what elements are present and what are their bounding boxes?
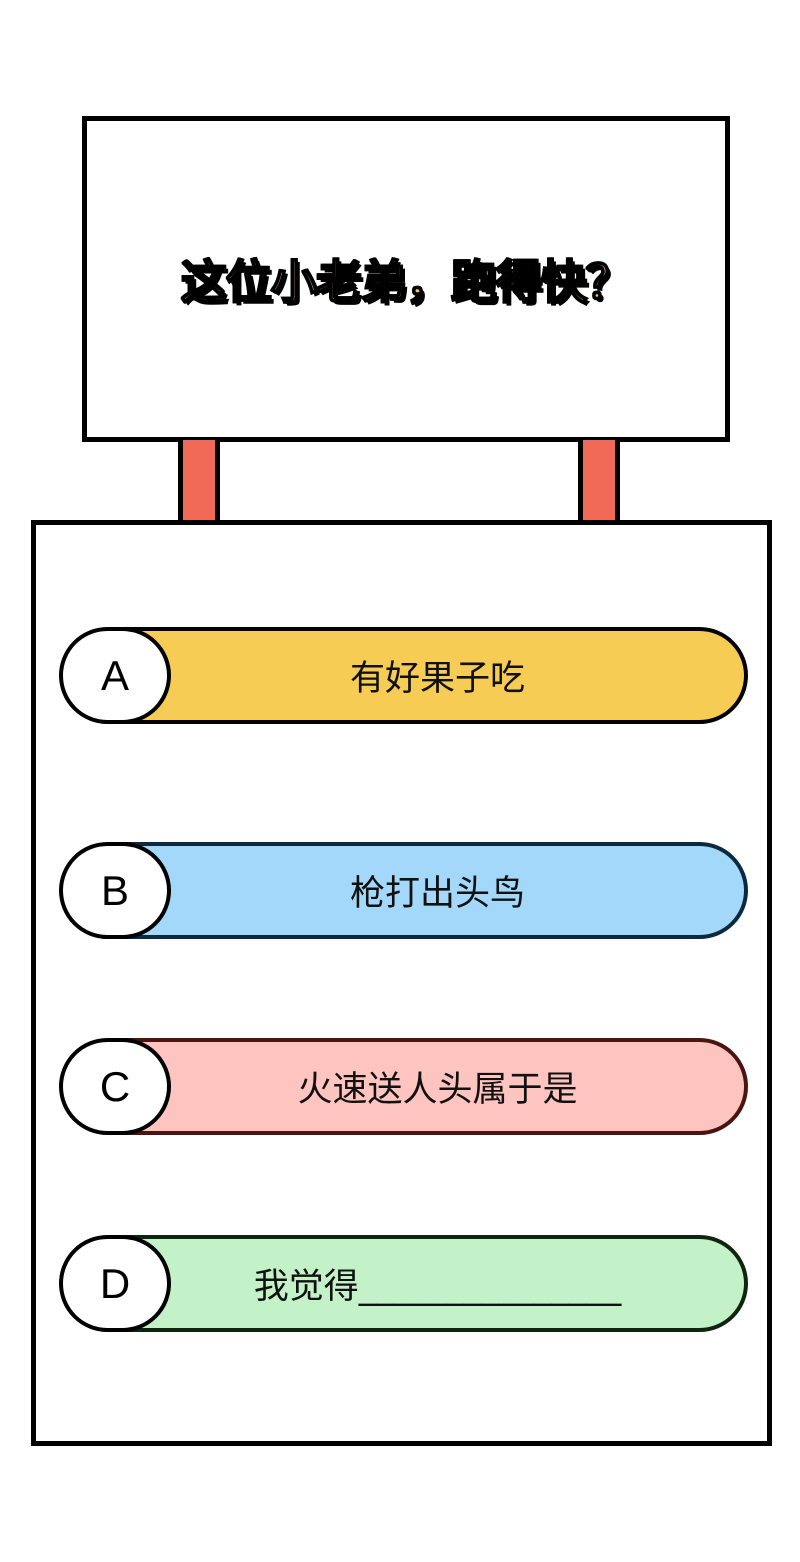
option-a-pill[interactable]: 有好果子吃 (107, 627, 748, 724)
option-d[interactable]: 我觉得_______________ D (59, 1235, 748, 1332)
option-a[interactable]: 有好果子吃 A (59, 627, 748, 724)
option-d-letter: D (99, 1259, 131, 1307)
sign-post-left (178, 440, 220, 526)
option-d-pill[interactable]: 我觉得_______________ (107, 1235, 748, 1332)
option-b-letter: B (100, 866, 129, 914)
option-c-letter-badge: C (59, 1038, 171, 1135)
option-c-text: 火速送人头属于是 (297, 1070, 578, 1110)
option-b-letter-badge: B (59, 842, 171, 939)
option-d-text: 我觉得_______________ (253, 1267, 622, 1307)
option-c-pill[interactable]: 火速送人头属于是 (107, 1038, 748, 1135)
question-sign-board: 这位小老弟，跑得快？ (82, 116, 730, 442)
option-c[interactable]: 火速送人头属于是 C (59, 1038, 748, 1135)
option-a-letter-badge: A (59, 627, 171, 724)
option-d-letter-badge: D (59, 1235, 171, 1332)
sign-post-right (578, 440, 620, 526)
question-title: 这位小老弟，跑得快？ (180, 254, 633, 310)
option-a-text: 有好果子吃 (349, 659, 525, 699)
option-b-pill[interactable]: 枪打出头鸟 (107, 842, 748, 939)
option-b[interactable]: 枪打出头鸟 B (59, 842, 748, 939)
option-a-letter: A (100, 651, 129, 699)
option-c-letter: C (99, 1062, 131, 1110)
option-b-text: 枪打出头鸟 (349, 874, 525, 914)
